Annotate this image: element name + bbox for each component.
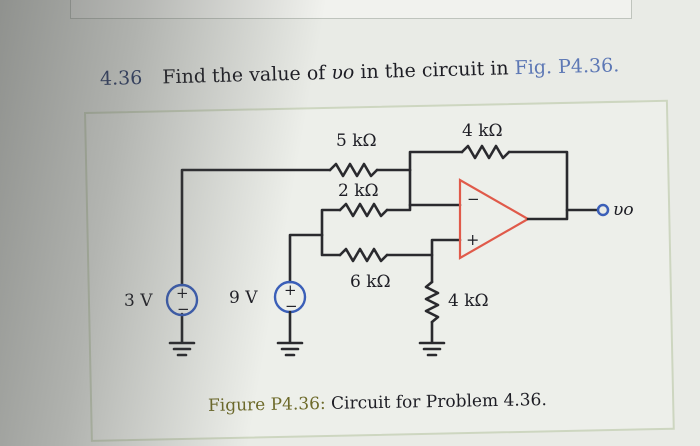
label-6k: 6 kΩ: [350, 272, 391, 292]
wire-6k-left: [320, 233, 342, 257]
resistor-4k-feedback: [460, 144, 511, 160]
label-4k-feedback: 4 kΩ: [462, 121, 503, 141]
wire-9v-up: [288, 233, 324, 284]
ground-symbol-3v: [168, 341, 196, 357]
resistor-6k: [338, 247, 389, 263]
wire-feedback-right: [507, 150, 569, 212]
caption-label: Figure P4.36:: [207, 393, 326, 416]
wire-inverting-node: [408, 168, 462, 207]
ground-symbol-9v: [276, 341, 304, 357]
label-3v: 3 V: [124, 291, 153, 311]
resistor-4k-ground: [424, 280, 440, 324]
op-amp-output-wire: [526, 208, 600, 221]
caption-text: Circuit for Problem 4.36.: [330, 390, 547, 414]
resistor-5k: [328, 162, 379, 178]
label-output: υo: [613, 200, 634, 220]
opamp-plus-sign: +: [466, 230, 479, 249]
label-9v: 9 V: [229, 288, 258, 308]
wire-2k-left: [320, 208, 342, 237]
wire-6k-right: [385, 238, 462, 257]
resistor-2k: [338, 202, 389, 218]
label-5k: 5 kΩ: [336, 131, 377, 151]
wire-feedback-left: [408, 150, 464, 172]
minus-sign-3v: −: [177, 300, 190, 318]
minus-sign-9v: −: [285, 297, 298, 315]
output-terminal: [596, 203, 610, 217]
ground-symbol-4k: [418, 341, 446, 357]
label-4k-ground: 4 kΩ: [448, 291, 489, 311]
wire-top-left: [180, 168, 332, 287]
opamp-minus-sign: −: [467, 190, 480, 208]
label-2k: 2 kΩ: [338, 181, 379, 201]
wire-2k-right: [385, 203, 412, 212]
